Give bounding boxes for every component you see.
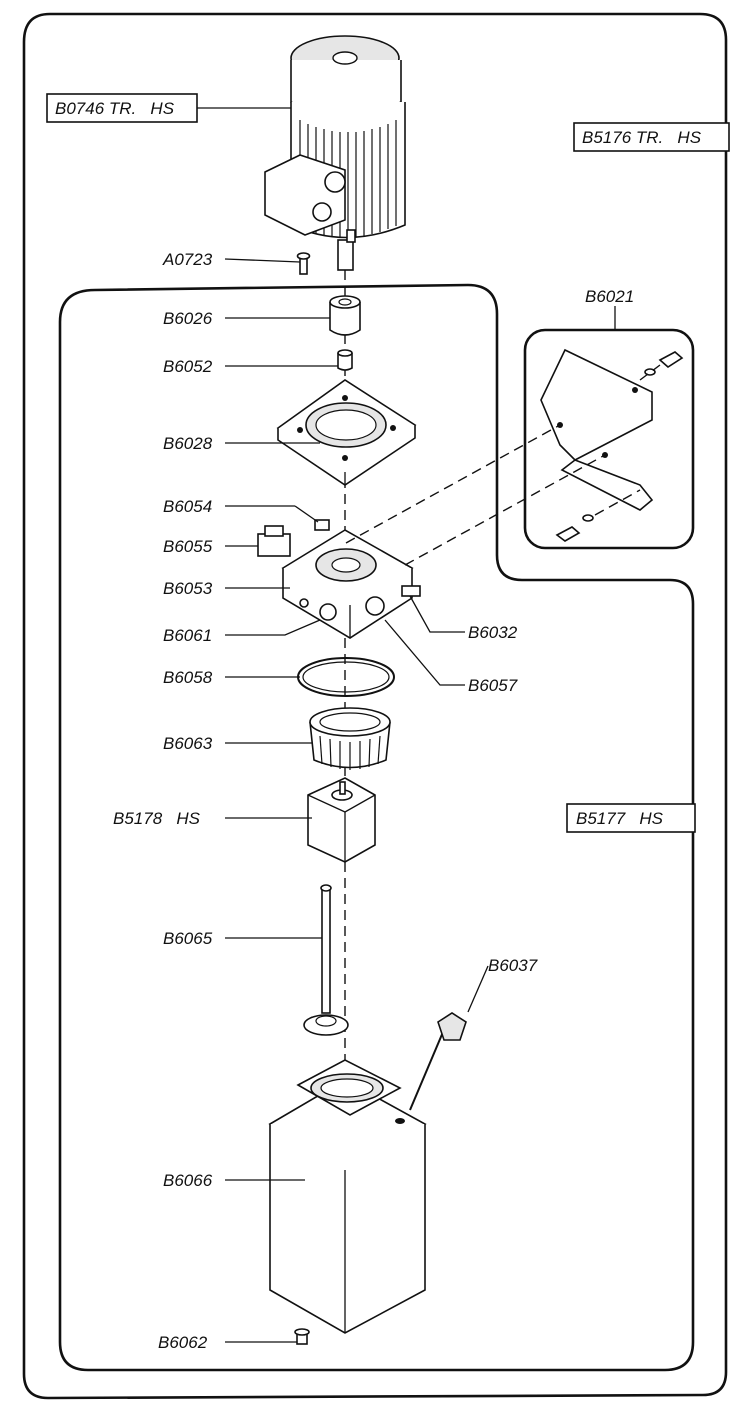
- motor-label-box: B0746 TR. HS: [46, 93, 292, 123]
- part-b6055: [257, 525, 291, 557]
- part-b6054: [314, 519, 330, 531]
- label-b6053: B6053: [163, 579, 213, 598]
- label-b6054: B6054: [163, 497, 212, 516]
- label-b5178: B5178 HS: [113, 809, 201, 828]
- label-b6062: B6062: [158, 1333, 208, 1352]
- inner-frame: [58, 283, 695, 1372]
- part-b6062: [294, 1328, 310, 1345]
- part-b6037: [409, 1012, 467, 1111]
- bracket-dash-4: [639, 364, 661, 381]
- unit-label-box: B5176 TR. HS: [573, 122, 730, 152]
- part-b6058: [297, 657, 395, 697]
- label-b6057: B6057: [468, 676, 518, 695]
- part-a0723: [296, 252, 311, 275]
- label-b6061: B6061: [163, 626, 212, 645]
- bracket-dash-3: [594, 489, 641, 516]
- part-b6053: [281, 529, 421, 639]
- label-b6021: B6021: [585, 287, 634, 306]
- part-b6021: [540, 348, 684, 542]
- part-b6063: [309, 707, 391, 770]
- motor: [264, 35, 406, 271]
- label-b6066: B6066: [163, 1171, 213, 1190]
- outer-frame: [22, 12, 728, 1400]
- label-b6065: B6065: [163, 929, 213, 948]
- part-b5178: [307, 777, 376, 863]
- motor-label: B0746 TR. HS: [55, 99, 175, 118]
- label-b6037: B6037: [488, 956, 538, 975]
- pump-label-box: B5177 HS: [566, 803, 696, 833]
- label-a0723: A0723: [162, 250, 213, 269]
- label-b6026: B6026: [163, 309, 213, 328]
- pump-label: B5177 HS: [576, 809, 664, 828]
- part-b6065: [303, 884, 349, 1036]
- label-b6058: B6058: [163, 668, 213, 687]
- bracket-dash-2: [404, 454, 606, 566]
- label-b6063: B6063: [163, 734, 213, 753]
- bracket-frame: [523, 328, 695, 550]
- bracket-dash-1: [345, 424, 561, 544]
- part-b6066: [268, 1059, 427, 1334]
- part-b6028: [276, 379, 417, 486]
- label-b6052: B6052: [163, 357, 213, 376]
- part-b6026: [329, 295, 361, 336]
- unit-label: B5176 TR. HS: [582, 128, 702, 147]
- leader-lines: [224, 258, 616, 1343]
- part-b6052: [337, 349, 353, 371]
- label-b6055: B6055: [163, 537, 213, 556]
- label-b6032: B6032: [468, 623, 518, 642]
- label-b6028: B6028: [163, 434, 213, 453]
